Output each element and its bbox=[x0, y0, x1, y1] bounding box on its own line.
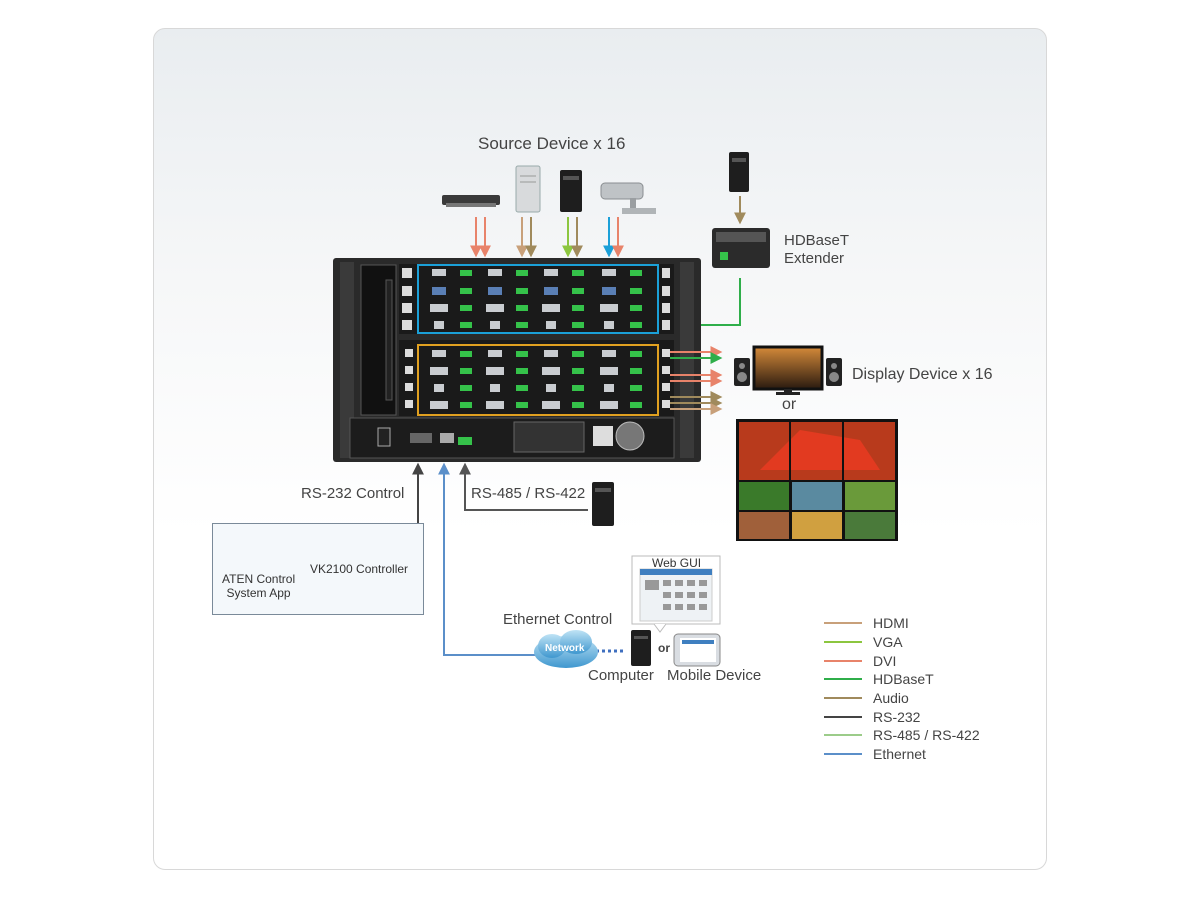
control-system-box bbox=[212, 523, 424, 615]
mobile-device-label: Mobile Device bbox=[667, 667, 762, 684]
legend-item: HDMI bbox=[824, 614, 980, 633]
computer-label: Computer bbox=[588, 667, 654, 684]
desktop-pc-icon bbox=[515, 165, 541, 213]
video-wall-icon bbox=[736, 419, 898, 541]
legend-item: VGA bbox=[824, 633, 980, 652]
legend-swatch bbox=[824, 734, 862, 737]
speaker-icon bbox=[734, 358, 750, 386]
input-cards bbox=[399, 264, 674, 334]
source-signal-arrows bbox=[470, 217, 624, 258]
legend-swatch bbox=[824, 678, 862, 681]
legend-label: Ethernet bbox=[873, 746, 926, 763]
legend-label: Audio bbox=[873, 690, 909, 707]
tv-monitor-icon bbox=[752, 345, 824, 395]
legend-item: RS-485 / RS-422 bbox=[824, 726, 980, 745]
speaker-icon bbox=[826, 358, 842, 386]
ethernet-control-label: Ethernet Control bbox=[503, 611, 613, 628]
output-cards bbox=[399, 340, 674, 416]
hdbaset-extender-label: HDBaseT Extender bbox=[784, 232, 850, 267]
legend-item: Ethernet bbox=[824, 745, 980, 764]
pc-tower-icon bbox=[560, 170, 582, 212]
legend-swatch bbox=[824, 659, 862, 662]
legend-item: HDBaseT bbox=[824, 670, 980, 689]
legend-swatch bbox=[824, 753, 862, 756]
hdbaset-extender-icon bbox=[712, 228, 770, 268]
extender-source-pc-icon bbox=[729, 152, 749, 192]
legend-label: HDBaseT bbox=[873, 671, 934, 688]
display-devices-label: Display Device x 16 bbox=[852, 366, 993, 383]
aten-app-label: ATEN Control System App bbox=[222, 572, 296, 600]
legend-label: HDMI bbox=[873, 615, 909, 632]
network-label: Network bbox=[545, 643, 585, 654]
rs485-422-label: RS-485 / RS-422 bbox=[471, 485, 586, 502]
output-signal-arrows bbox=[670, 346, 723, 415]
legend-label: RS-232 bbox=[873, 708, 921, 725]
legend-item: Audio bbox=[824, 689, 980, 708]
legend-item: RS-232 bbox=[824, 707, 980, 726]
legend-swatch bbox=[824, 697, 862, 700]
legend-label: RS-485 / RS-422 bbox=[873, 727, 980, 744]
web-gui-panel bbox=[631, 555, 721, 633]
computer-icon bbox=[631, 630, 651, 666]
rs232-control-label: RS-232 Control bbox=[301, 485, 405, 502]
security-camera-icon bbox=[600, 182, 656, 214]
legend-item: DVI bbox=[824, 651, 980, 670]
legend-swatch bbox=[824, 622, 862, 625]
network-cloud-icon bbox=[534, 630, 598, 668]
or-label-2: or bbox=[658, 641, 670, 655]
blu-ray-player-icon bbox=[442, 195, 500, 207]
or-label: or bbox=[782, 396, 797, 413]
legend: HDMI VGA DVI HDBaseT Audio RS-232 RS-485… bbox=[824, 614, 980, 764]
web-gui-label: Web GUI bbox=[652, 556, 702, 570]
legend-label: DVI bbox=[873, 652, 897, 669]
vk2100-label: VK2100 Controller bbox=[310, 562, 409, 576]
legend-label: VGA bbox=[873, 634, 903, 651]
legend-swatch bbox=[824, 641, 862, 644]
legend-swatch bbox=[824, 715, 862, 718]
source-devices-label: Source Device x 16 bbox=[478, 134, 626, 153]
rs485-pc-icon bbox=[592, 482, 614, 526]
mobile-device-icon bbox=[673, 633, 721, 667]
